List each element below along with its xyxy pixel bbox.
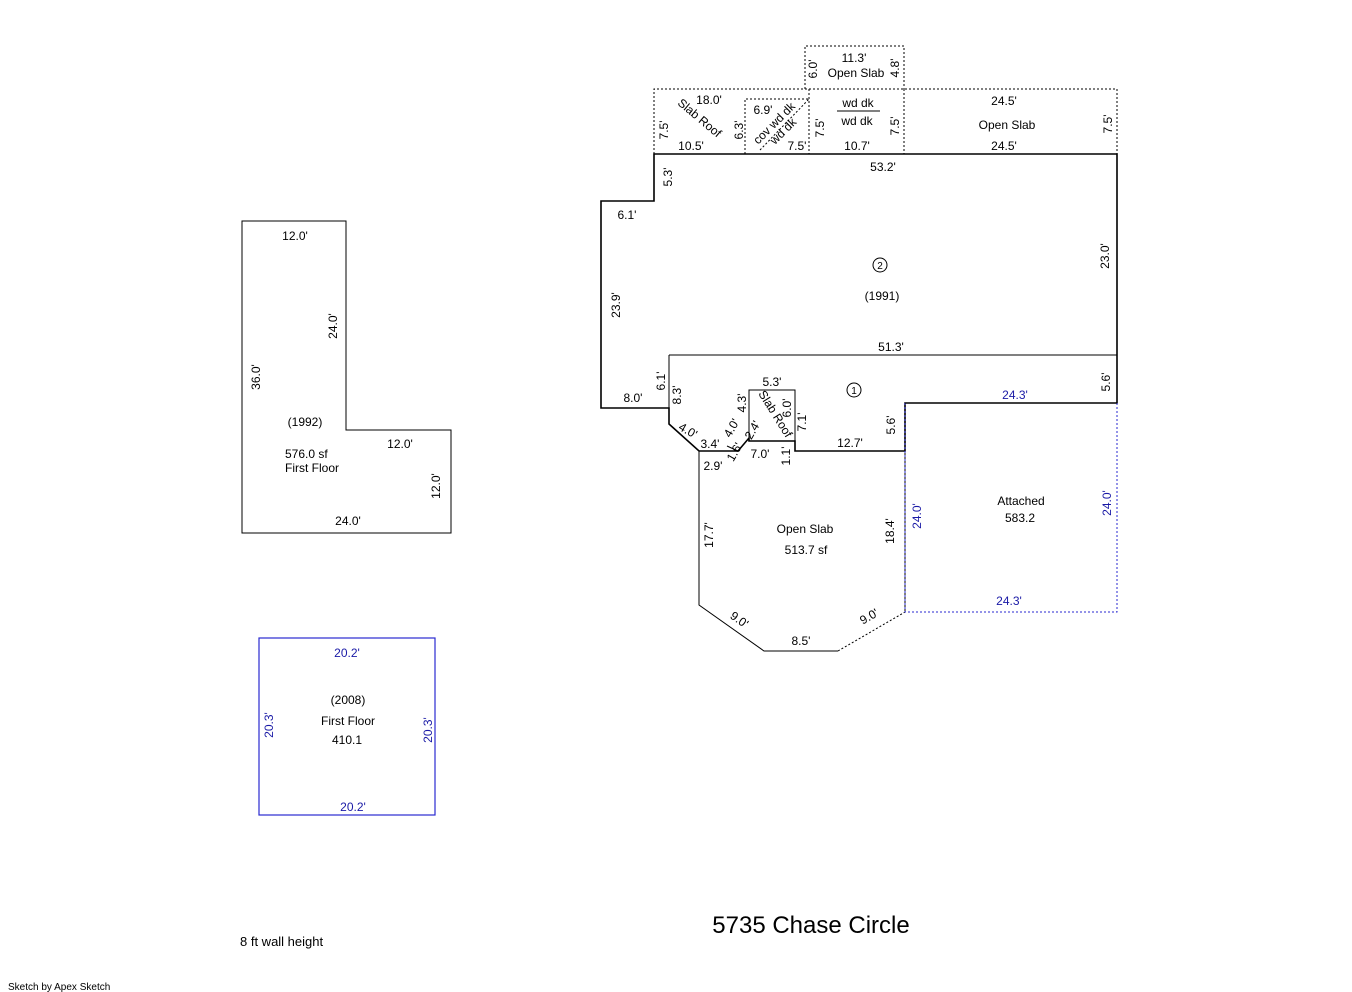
open-slab-top-label: Open Slab [828,66,885,80]
main-dim-top: 53.2' [870,160,896,174]
slab-box-h1: 4.3' [735,394,749,413]
garage-label: Attached [997,494,1044,508]
main-dim-diag-left: 4.0' [676,420,699,442]
section2-marker: 2 [877,261,883,272]
main-dim-right-vert: 5.6' [884,416,898,435]
section1-marker-circle [846,382,862,398]
slab-roof-dim-right: 6.3' [732,121,746,140]
sq-dim-bottom: 20.2' [340,800,366,814]
main-dim-seg-70: 7.0' [751,447,770,461]
open-slab-top-dim-right: 4.8' [888,59,902,78]
top-strip: 18.0' Slab Roof 7.5' 10.5' 6.3' 6.9' cov… [653,45,1118,154]
l-dim-inner-vert: 24.0' [326,313,340,339]
open-slab-bottom-outline [698,451,838,652]
wd-dk-label1: wd dk [841,96,874,110]
wd-dk-dim-left: 7.5' [813,119,827,138]
inner-slab-roof-outline [748,389,796,451]
open-slab-dim-bottom: 8.5' [792,634,811,648]
section1-marker: 1 [851,386,857,397]
main-dim-seg-127: 12.7' [837,436,863,450]
garage-dim-top: 24.3' [1002,388,1028,402]
main-dim-inner-vert1: 6.1' [654,372,668,391]
wd-dk-label2: wd dk [840,114,873,128]
slab-box-d1: 4.0' [721,416,743,439]
sq-dim-left: 20.3' [262,712,276,738]
square-building-outline [258,637,436,816]
garage-dim-bottom: 24.3' [996,594,1022,608]
open-slab-top-dim-left: 6.0' [806,60,820,79]
slab-box-width: 5.3' [763,375,782,389]
garage: 24.3' Attached 583.2 24.0' 24.0' 24.3' [904,388,1118,613]
sq-year: (2008) [331,693,366,707]
open-slab-top-dim-top: 11.3' [842,51,867,65]
sq-dim-top: 20.2' [334,646,360,660]
slab-box-d2: 2.4' [742,418,764,441]
open-slab-right-outline [809,88,1118,154]
open-slab-dim-right: 18.4' [883,518,897,544]
sq-dim-right: 20.3' [421,717,435,743]
l-label: First Floor [285,461,339,475]
main-dim-right-step: 5.6' [1099,373,1113,392]
l-dim-inner-horiz: 12.0' [387,437,413,451]
garage-area: 583.2 [1005,511,1035,525]
l-dim-bottom: 24.0' [335,514,361,528]
wall-height-note: 8 ft wall height [240,934,323,949]
l-building-outline [241,220,452,534]
section2-marker-circle [872,257,888,273]
main-dim-bottom-left: 8.0' [624,391,643,405]
wd-dk-dim-right: 7.5' [888,117,902,136]
open-slab-right-dim-top: 24.5' [991,94,1017,108]
slab-roof-dim-bottom: 10.5' [678,139,704,153]
inner-slab-diag [726,445,739,452]
wd-dk-dim-bottom: 10.7' [844,139,870,153]
open-slab-dim-diag-right: 9.0' [857,606,880,628]
l-dim-left: 36.0' [249,364,263,390]
main-dim-left: 23.9' [609,292,623,318]
garage-outline-dotted [904,403,1118,613]
open-slab-bottom: Open Slab 513.7 sf 17.7' 18.4' 9.0' 8.5'… [698,451,906,652]
sq-label: First Floor [321,714,375,728]
l-year: (1992) [288,415,323,429]
main-dim-seg-29: 2.9' [704,459,723,473]
cov-deck-outline [744,98,809,154]
slab-roof-dim-left: 7.5' [657,121,671,140]
square-building: 20.2' (2008) First Floor 410.1 20.3' 20.… [258,637,436,816]
slab-roof-outline [653,88,810,154]
main-dim-inner-horiz: 51.3' [878,340,904,354]
main-dim-seg-16: 1.6' [724,440,746,463]
open-slab-bottom-area: 513.7 sf [785,543,828,557]
open-slab-dim-left: 17.7' [702,522,716,548]
open-slab-bottom-label: Open Slab [777,522,834,536]
l-area: 576.0 sf [285,447,328,461]
garage-dim-left: 24.0' [910,503,924,529]
slab-box-h2: 6.0' [780,399,794,418]
main-dim-seg-11: 1.1' [779,447,793,466]
open-slab-right-dim-bottom: 24.5' [991,139,1017,153]
open-slab-right-dim-right: 7.5' [1101,115,1115,134]
sq-area: 410.1 [332,733,362,747]
cov-deck-dim-bottom: 7.5' [788,139,807,153]
l-dim-top: 12.0' [282,229,308,243]
main-building: 53.2' 5.3' 6.1' 23.0' 2 (1991) 23.9' 51.… [600,153,1118,473]
main-dim-step-horiz: 6.1' [618,208,637,222]
cov-deck-dim-top: 6.9' [754,103,773,117]
main-dim-inner-vert2: 8.3' [670,386,684,405]
main-dim-seg-34: 3.4' [701,437,720,451]
address-title: 5735 Chase Circle [712,912,909,939]
l-dim-right: 12.0' [429,473,443,499]
l-building: 12.0' 24.0' 36.0' (1992) 12.0' 576.0 sf … [241,220,452,534]
slab-box-d3: 7.1' [795,413,809,432]
main-dim-right: 23.0' [1098,243,1112,269]
slab-roof-dim-top: 18.0' [696,93,722,107]
open-slab-top-outline [804,45,905,89]
garage-dim-right: 24.0' [1100,490,1114,516]
open-slab-right-label: Open Slab [979,118,1036,132]
section2-year: (1991) [865,289,900,303]
main-dim-step-vert: 5.3' [661,168,675,187]
sketch-credit: Sketch by Apex Sketch [8,982,110,992]
open-slab-bottom-dotted [837,611,906,652]
main-building-outline [600,153,1118,452]
